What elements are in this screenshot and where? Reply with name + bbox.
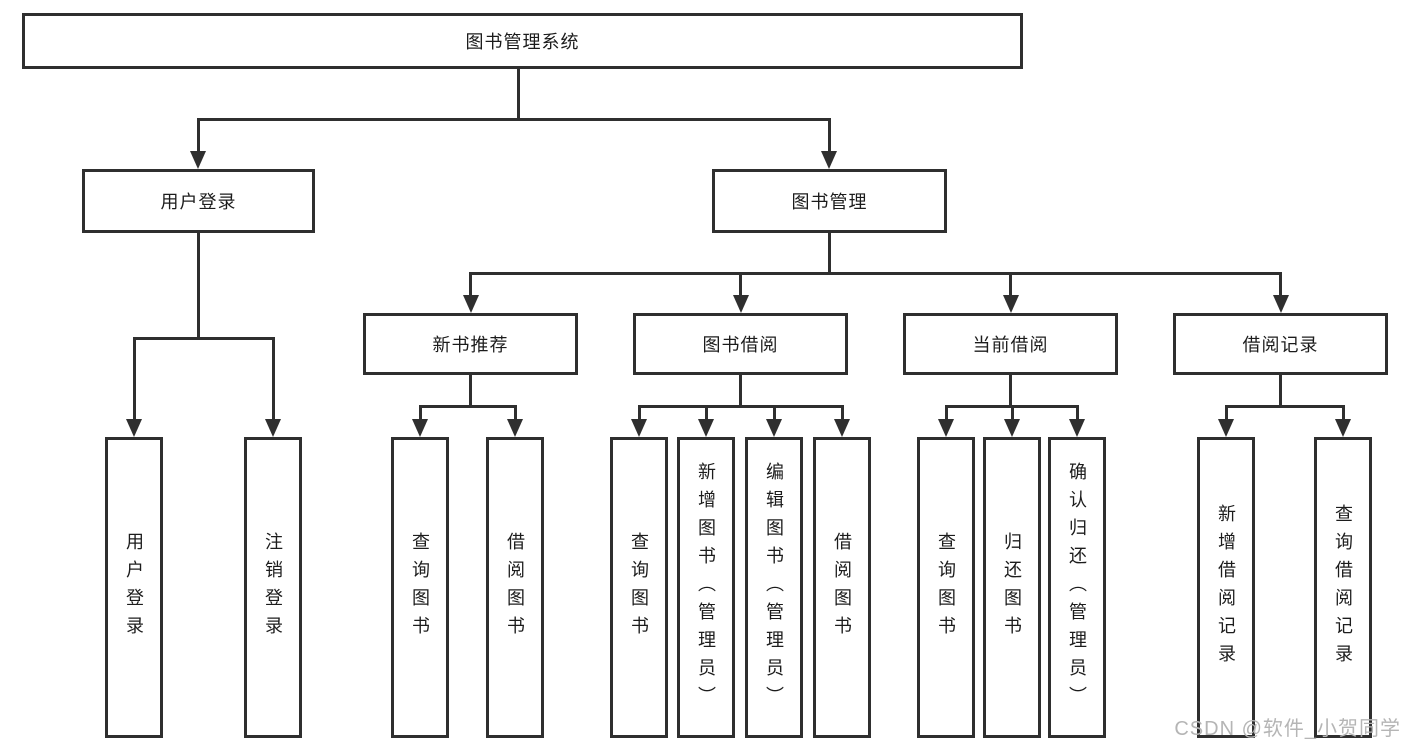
connector-borrow-bar — [637, 405, 844, 408]
arrow-to-br-query — [1335, 419, 1351, 437]
arrow-to-logout — [265, 419, 281, 437]
connector-drop-user-login — [197, 118, 200, 151]
connector-root-bar — [197, 118, 831, 121]
arrow-to-nb-borrow — [507, 419, 523, 437]
arrow-to-login — [126, 419, 142, 437]
arrow-to-bb-query — [631, 419, 647, 437]
connector-current-stem — [1009, 375, 1012, 408]
leaf-bb-query-books: 查询图书 — [610, 437, 668, 738]
arrow-to-records — [1272, 295, 1289, 313]
connector-drop-nb-query — [418, 405, 422, 421]
connector-drop-cb-query — [944, 405, 948, 421]
leaf-logout-label: 注销登录 — [263, 531, 283, 644]
connector-book-mgmt-bar — [469, 272, 1282, 275]
leaf-bb-add-books-admin: 新增图书（管理员） — [677, 437, 735, 738]
node-borrow-records: 借阅记录 — [1173, 313, 1388, 375]
connector-drop-cb-return — [1010, 405, 1014, 421]
leaf-nb-query-books-label: 查询图书 — [410, 531, 430, 644]
leaf-br-query-record: 查询借阅记录 — [1314, 437, 1372, 738]
leaf-nb-query-books: 查询图书 — [391, 437, 449, 738]
leaf-bb-query-books-label: 查询图书 — [629, 531, 649, 644]
connector-records-stem — [1279, 375, 1282, 408]
connector-user-login-bar — [133, 337, 275, 340]
node-new-book-recommend: 新书推荐 — [363, 313, 578, 375]
leaf-logout: 注销登录 — [244, 437, 302, 738]
leaf-cb-return-books-label: 归还图书 — [1002, 531, 1022, 644]
connector-new-book-bar — [418, 405, 517, 408]
leaf-cb-return-books: 归还图书 — [983, 437, 1041, 738]
connector-drop-current — [1009, 272, 1012, 295]
connector-drop-bb-edit — [772, 405, 776, 421]
connector-borrow-stem — [739, 375, 742, 408]
leaf-br-add-record: 新增借阅记录 — [1197, 437, 1255, 738]
node-user-login: 用户登录 — [82, 169, 315, 233]
node-book-borrow: 图书借阅 — [633, 313, 848, 375]
leaf-user-login: 用户登录 — [105, 437, 163, 738]
connector-drop-records — [1279, 272, 1282, 295]
arrow-to-bb-add — [698, 419, 714, 437]
leaf-bb-edit-books-admin: 编辑图书（管理员） — [745, 437, 803, 738]
connector-drop-new-book — [469, 272, 472, 295]
arrow-to-br-add — [1218, 419, 1234, 437]
leaf-bb-edit-books-admin-label: 编辑图书（管理员） — [764, 461, 784, 714]
leaf-br-query-record-label: 查询借阅记录 — [1333, 503, 1353, 672]
connector-records-bar — [1224, 405, 1345, 408]
arrow-to-book-management — [821, 151, 837, 169]
leaf-user-login-label: 用户登录 — [124, 531, 144, 644]
leaf-br-add-record-label: 新增借阅记录 — [1216, 503, 1236, 672]
csdn-watermark: CSDN @软件_小贺同学 — [1174, 718, 1401, 740]
node-book-management: 图书管理 — [712, 169, 947, 233]
leaf-nb-borrow-books: 借阅图书 — [486, 437, 544, 738]
leaf-bb-add-books-admin-label: 新增图书（管理员） — [696, 461, 716, 714]
arrow-to-bb-edit — [766, 419, 782, 437]
arrow-to-cb-confirm — [1069, 419, 1085, 437]
leaf-bb-borrow-books-label: 借阅图书 — [832, 531, 852, 644]
connector-root-stem — [517, 69, 520, 121]
connector-user-login-stem — [197, 233, 200, 340]
connector-drop-login — [132, 337, 136, 419]
arrow-to-borrow — [732, 295, 749, 313]
connector-drop-cb-confirm — [1075, 405, 1079, 421]
connector-book-mgmt-stem — [828, 233, 831, 275]
arrow-to-nb-query — [412, 419, 428, 437]
arrow-to-current — [1002, 295, 1019, 313]
connector-drop-book-management — [828, 118, 831, 151]
connector-new-book-stem — [469, 375, 472, 408]
arrow-to-bb-borrow — [834, 419, 850, 437]
connector-drop-bb-borrow — [840, 405, 844, 421]
leaf-cb-query-books: 查询图书 — [917, 437, 975, 738]
leaf-cb-confirm-return-admin: 确认归还（管理员） — [1048, 437, 1106, 738]
arrow-to-new-book — [462, 295, 479, 313]
connector-drop-bb-query — [637, 405, 641, 421]
node-current-borrow: 当前借阅 — [903, 313, 1118, 375]
connector-drop-br-add — [1224, 405, 1228, 421]
leaf-nb-borrow-books-label: 借阅图书 — [505, 531, 525, 644]
connector-drop-nb-borrow — [513, 405, 517, 421]
connector-drop-borrow — [739, 272, 742, 295]
leaf-cb-query-books-label: 查询图书 — [936, 531, 956, 644]
leaf-cb-confirm-return-admin-label: 确认归还（管理员） — [1067, 461, 1087, 714]
arrow-to-user-login — [190, 151, 206, 169]
arrow-to-cb-return — [1004, 419, 1020, 437]
connector-drop-logout — [271, 337, 275, 419]
arrow-to-cb-query — [938, 419, 954, 437]
leaf-bb-borrow-books: 借阅图书 — [813, 437, 871, 738]
connector-drop-br-query — [1341, 405, 1345, 421]
node-root-library-system: 图书管理系统 — [22, 13, 1023, 69]
connector-drop-bb-add — [704, 405, 708, 421]
